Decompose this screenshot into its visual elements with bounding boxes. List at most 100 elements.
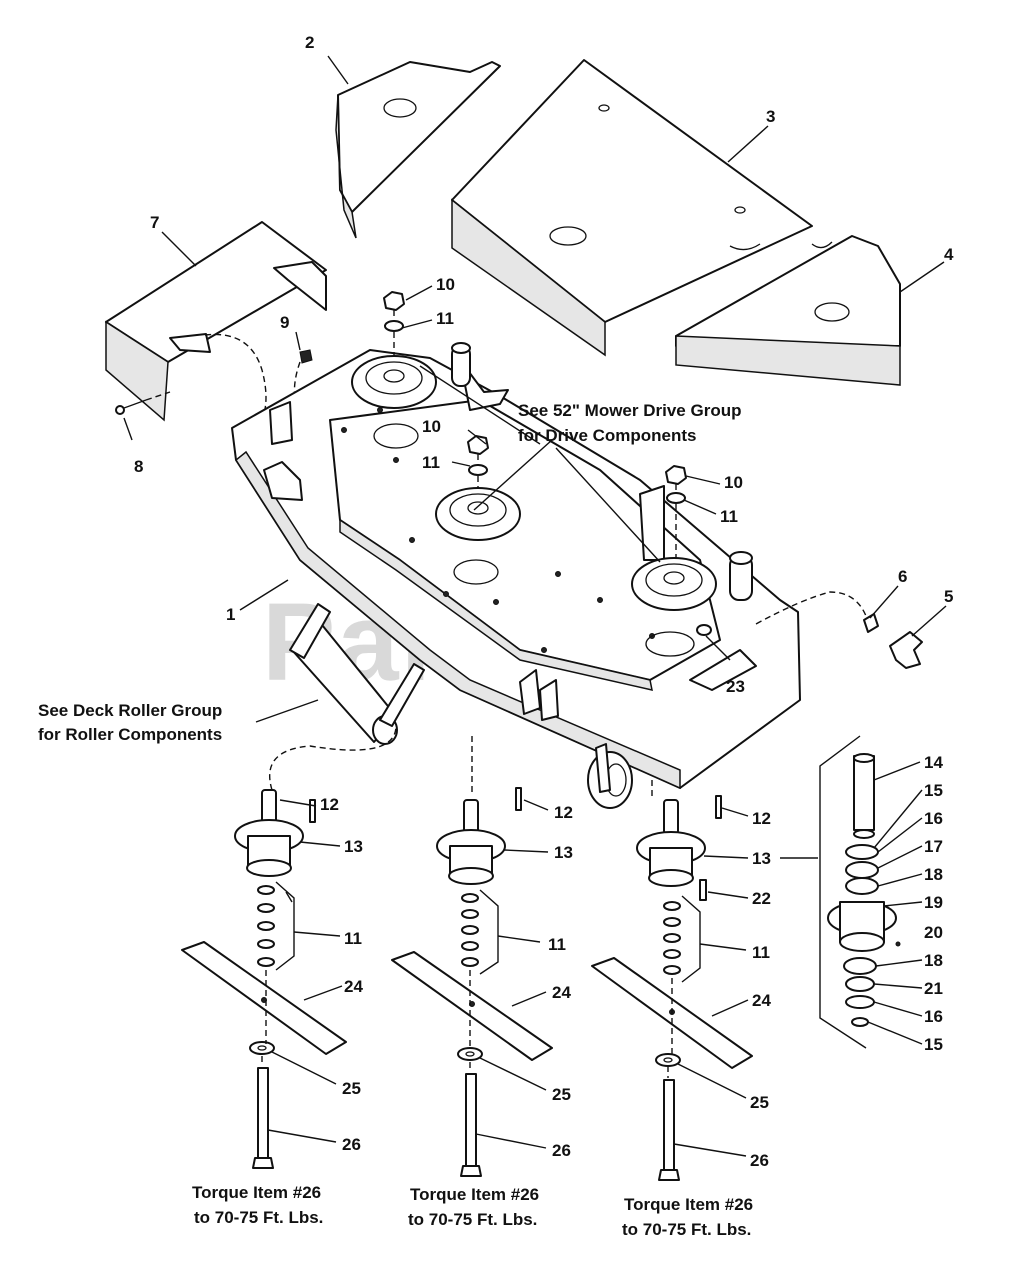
callout-2: 2: [305, 33, 314, 52]
blade-b[interactable]: [391, 951, 553, 1061]
note-torque-b: Torque Item #26 to 70-75 Ft. Lbs.: [408, 1185, 539, 1229]
note-roller-line-2: for Roller Components: [38, 725, 222, 744]
callout-25: 25: [552, 1085, 571, 1104]
note-torque-a: Torque Item #26 to 70-75 Ft. Lbs.: [192, 1183, 323, 1227]
leader-lines: [123, 55, 947, 1157]
spindle-stack-c[interactable]: [636, 795, 722, 975]
bolt-26-c[interactable]: [658, 1079, 680, 1181]
pulley-center[interactable]: [435, 487, 521, 541]
blade-a[interactable]: [181, 941, 347, 1055]
callout-14: 14: [924, 753, 943, 772]
note-drive-group: See 52" Mower Drive Group for Drive Comp…: [518, 401, 741, 445]
callout-12: 12: [554, 803, 573, 822]
callout-3: 3: [766, 107, 775, 126]
note-torque-b-line-2: to 70-75 Ft. Lbs.: [408, 1210, 537, 1229]
part-8-bolt[interactable]: [115, 399, 147, 415]
callout-4: 4: [944, 245, 954, 264]
callout-20: 20: [924, 923, 943, 942]
breakdown-bracket: [819, 735, 867, 1049]
axis-a: [261, 970, 267, 1066]
deck-roller[interactable]: [289, 603, 425, 745]
spindle-stack-a[interactable]: [234, 789, 316, 967]
washer-25-c[interactable]: [655, 1053, 681, 1067]
callout-11: 11: [436, 309, 454, 328]
callout-9: 9: [280, 313, 289, 332]
callout-15: 15: [924, 1035, 943, 1054]
callout-15: 15: [924, 781, 943, 800]
bolt-26-b[interactable]: [460, 1073, 482, 1177]
part-3-center-cover[interactable]: [451, 59, 813, 357]
washer-25-b[interactable]: [457, 1047, 483, 1061]
callout-12: 12: [752, 809, 771, 828]
callout-11: 11: [752, 943, 770, 962]
callout-11: 11: [548, 935, 566, 954]
part-2-left-cover[interactable]: [335, 61, 501, 239]
callout-13: 13: [554, 843, 573, 862]
note-torque-c-line-1: Torque Item #26: [624, 1195, 753, 1214]
callout-labels: 2 3 4 7 10 11 9 8 10 11 10 11 1 6 5 23 1…: [134, 33, 954, 1170]
callout-6: 6: [898, 567, 907, 586]
callout-7: 7: [150, 213, 159, 232]
callout-16: 16: [924, 809, 943, 828]
note-torque-c-line-2: to 70-75 Ft. Lbs.: [622, 1220, 751, 1239]
part-11-washer-left[interactable]: [384, 320, 404, 332]
callout-18: 18: [924, 865, 943, 884]
callout-24: 24: [344, 977, 363, 996]
part-5-knob[interactable]: [889, 631, 923, 669]
callout-10: 10: [422, 417, 441, 436]
callout-1: 1: [226, 605, 235, 624]
callout-11: 11: [720, 507, 738, 526]
pulley-right[interactable]: [631, 557, 717, 611]
callout-17: 17: [924, 837, 943, 856]
callout-26: 26: [552, 1141, 571, 1160]
note-drive-line-1: See 52" Mower Drive Group: [518, 401, 741, 420]
part-11-washer-right[interactable]: [666, 492, 686, 504]
leader-7-dash: [204, 333, 267, 421]
callout-11: 11: [344, 929, 362, 948]
callout-13: 13: [752, 849, 771, 868]
pulley-left[interactable]: [351, 355, 437, 409]
washer-25-a[interactable]: [249, 1041, 275, 1055]
callout-19: 19: [924, 893, 943, 912]
part-10-nut-right[interactable]: [665, 465, 687, 485]
callout-10: 10: [436, 275, 455, 294]
spindle-breakdown[interactable]: [827, 753, 901, 1027]
callout-23: 23: [726, 677, 745, 696]
axis-c: [651, 780, 673, 1078]
note-torque-a-line-1: Torque Item #26: [192, 1183, 321, 1202]
leader-8-dash: [145, 391, 171, 401]
bolt-26-a[interactable]: [252, 1067, 274, 1169]
note-torque-c: Torque Item #26 to 70-75 Ft. Lbs.: [622, 1195, 753, 1239]
callout-18: 18: [924, 951, 943, 970]
deck-wheel[interactable]: [587, 743, 633, 809]
leader-6-dash: [755, 591, 867, 625]
callout-11: 11: [422, 453, 440, 472]
callout-8: 8: [134, 457, 143, 476]
note-roller-line-1: See Deck Roller Group: [38, 701, 222, 720]
axis-b: [469, 736, 473, 1072]
callout-26: 26: [342, 1135, 361, 1154]
note-torque-b-line-1: Torque Item #26: [410, 1185, 539, 1204]
callout-5: 5: [944, 587, 953, 606]
callout-24: 24: [552, 983, 571, 1002]
callout-22: 22: [752, 889, 771, 908]
part-1-mower-deck[interactable]: [231, 342, 801, 790]
part-7-side-shield[interactable]: [105, 221, 327, 422]
part-9-nut[interactable]: [299, 349, 313, 364]
callout-21: 21: [924, 979, 943, 998]
part-10-nut-left[interactable]: [383, 291, 405, 311]
part-23-fitting[interactable]: [696, 624, 712, 636]
callout-12: 12: [320, 795, 339, 814]
spindle-stack-b[interactable]: [436, 787, 522, 967]
leader-roller-dash: [269, 725, 397, 791]
part-10-nut-center[interactable]: [467, 435, 489, 455]
part-4-right-cover[interactable]: [675, 235, 901, 386]
part-6-clip[interactable]: [863, 613, 879, 633]
callout-25: 25: [342, 1079, 361, 1098]
part-11-washer-center[interactable]: [468, 464, 488, 476]
note-roller-group: See Deck Roller Group for Roller Compone…: [38, 701, 222, 744]
callout-10: 10: [724, 473, 743, 492]
callout-26: 26: [750, 1151, 769, 1170]
note-torque-a-line-2: to 70-75 Ft. Lbs.: [194, 1208, 323, 1227]
note-drive-line-2: for Drive Components: [518, 426, 697, 445]
